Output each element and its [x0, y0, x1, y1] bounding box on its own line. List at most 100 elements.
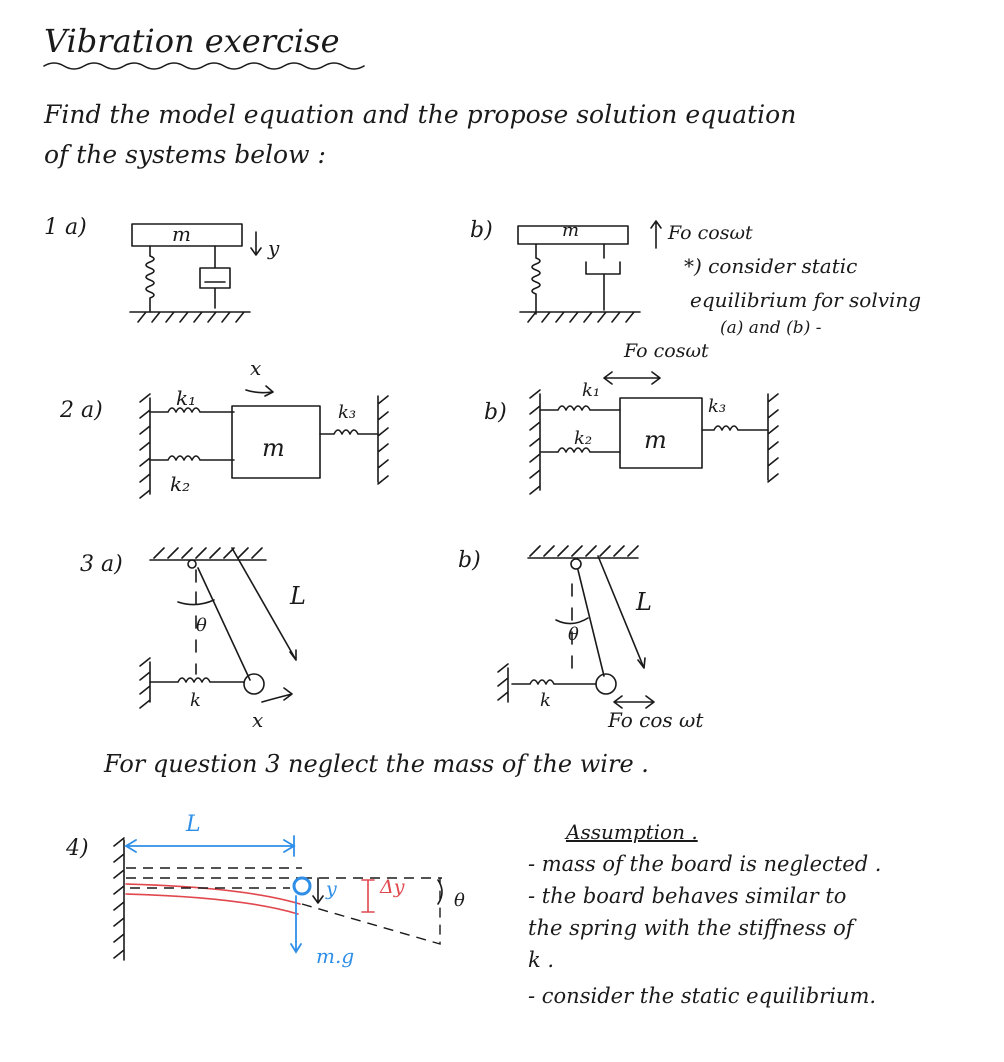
page-title: Vibration exercise [44, 22, 340, 60]
p1b-mass-block [517, 225, 629, 245]
p2b-right-wall [767, 393, 779, 483]
p2b-diagram [529, 371, 779, 495]
p2a-label: 2 a) [60, 398, 103, 423]
assumption-line: - consider the static equilibrium. [528, 984, 877, 1008]
p4-board-undeformed [126, 867, 302, 879]
p3b-force-arrow [613, 695, 655, 709]
p2a-right-wall [377, 395, 389, 485]
p1b-spring [531, 243, 541, 315]
p2b-left-wall [529, 389, 541, 495]
p4-wall [113, 837, 125, 961]
p4-L-dimension [124, 835, 296, 857]
p4-dy-dimension [361, 879, 375, 913]
p2a-spring-k1 [149, 407, 235, 413]
p3b-bob [595, 673, 617, 695]
p1b-diagram [517, 220, 662, 323]
p2b-label: b) [484, 400, 507, 425]
p2a-diagram [139, 385, 389, 499]
p2a-x-arrow [245, 385, 274, 397]
p3b-wall [497, 663, 509, 703]
p1a-mass-label: m [172, 222, 191, 246]
p3b-force-label: Fo cos ωt [608, 708, 704, 732]
p1a-mass-block [131, 223, 243, 247]
p3b-pendulum-wire [577, 569, 605, 677]
p3a-spring [149, 677, 245, 683]
p3b-L-label: L [636, 588, 652, 616]
p4-y-label: y [326, 878, 337, 900]
p4-diagram [113, 835, 443, 961]
p2a-k1-label: k₁ [176, 386, 197, 410]
intro-line-2: of the systems below : [44, 140, 326, 169]
p3a-L-dimension [231, 547, 297, 661]
p2b-k2-label: k₂ [574, 428, 593, 449]
p3a-label: 3 a) [80, 552, 123, 577]
assumption-line: - the board behaves similar to [528, 884, 847, 908]
p2a-spring-k3 [319, 429, 379, 435]
p3b-k-label: k [540, 690, 551, 711]
p4-weight-arrow [290, 895, 302, 954]
p4-dy-label: Δy [380, 876, 405, 898]
p2b-mass-label: m [644, 426, 667, 454]
p3b-spring [511, 679, 597, 685]
p1a-label: 1 a) [44, 215, 87, 240]
p1b-label: b) [470, 218, 493, 243]
p1b-force-arrow [650, 220, 662, 249]
p4-mg-label: m.g [316, 944, 355, 968]
p4-y-arrow [312, 877, 324, 904]
p2a-spring-k2 [149, 455, 235, 461]
p3b-pivot [570, 558, 582, 570]
p3a-k-label: k [190, 690, 201, 711]
p3b-angle-arc [555, 617, 589, 625]
p2b-spring-k2 [539, 447, 621, 453]
assumption-heading: Assumption . [566, 820, 698, 844]
p2b-force-arrow [603, 371, 661, 385]
p2a-mass-block [231, 405, 321, 479]
p3a-pivot [187, 559, 197, 569]
p4-mass-point [292, 876, 312, 896]
p2a-k3-label: k₃ [338, 402, 357, 423]
p2b-mass-block [619, 397, 703, 469]
p2b-k1-label: k₁ [582, 380, 601, 401]
p2-force-label: Fo cosωt [624, 340, 709, 362]
q3-note: For question 3 neglect the mass of the w… [104, 750, 649, 778]
p2b-k3-label: k₃ [708, 396, 727, 417]
p3a-pendulum-wire [197, 567, 251, 681]
p1a-diagram [129, 223, 262, 323]
p1a-y-arrow [250, 231, 262, 256]
p1a-ground [129, 311, 251, 323]
p3a-wall [139, 657, 151, 709]
assumption-line: - mass of the board is neglected . [528, 852, 882, 876]
p3a-L-label: L [290, 582, 306, 610]
p2a-k2-label: k₂ [170, 472, 191, 496]
p1a-y-label: y [268, 236, 280, 260]
p1b-damper [585, 243, 621, 311]
p1b-force-label: Fo cosωt [668, 222, 753, 244]
assumption-line: the spring with the stiffness of [528, 916, 854, 940]
p1a-spring [145, 245, 155, 313]
p4-label: 4) [66, 836, 89, 861]
p3a-x-arrow [261, 687, 293, 703]
assumption-line: k . [528, 948, 555, 972]
p3a-bob [243, 673, 265, 695]
p1-note-1: *) consider static [684, 254, 858, 278]
p3a-ceiling [149, 547, 267, 561]
p1-note-2: equilibrium for solving [690, 288, 922, 312]
p3b-L-dimension [597, 555, 646, 669]
p2a-x-label: x [250, 356, 262, 380]
p3a-diagram [139, 547, 297, 709]
p4-theta-arc [437, 879, 443, 905]
p4-board-deflected [125, 883, 301, 915]
p3a-angle-arc [177, 599, 215, 606]
p3b-label: b) [458, 548, 481, 573]
p1b-ground [519, 311, 641, 323]
p2b-spring-k3 [701, 425, 769, 431]
p1-note-3: (a) and (b) - [720, 318, 822, 338]
p3a-theta-label: θ [196, 615, 207, 636]
p3b-diagram [497, 545, 655, 709]
p4-theta-label: θ [454, 890, 465, 911]
p3b-ceiling [527, 545, 639, 559]
p4-deflection-ref [301, 877, 442, 945]
p2a-left-wall [139, 393, 151, 499]
p2b-spring-k1 [539, 405, 621, 411]
